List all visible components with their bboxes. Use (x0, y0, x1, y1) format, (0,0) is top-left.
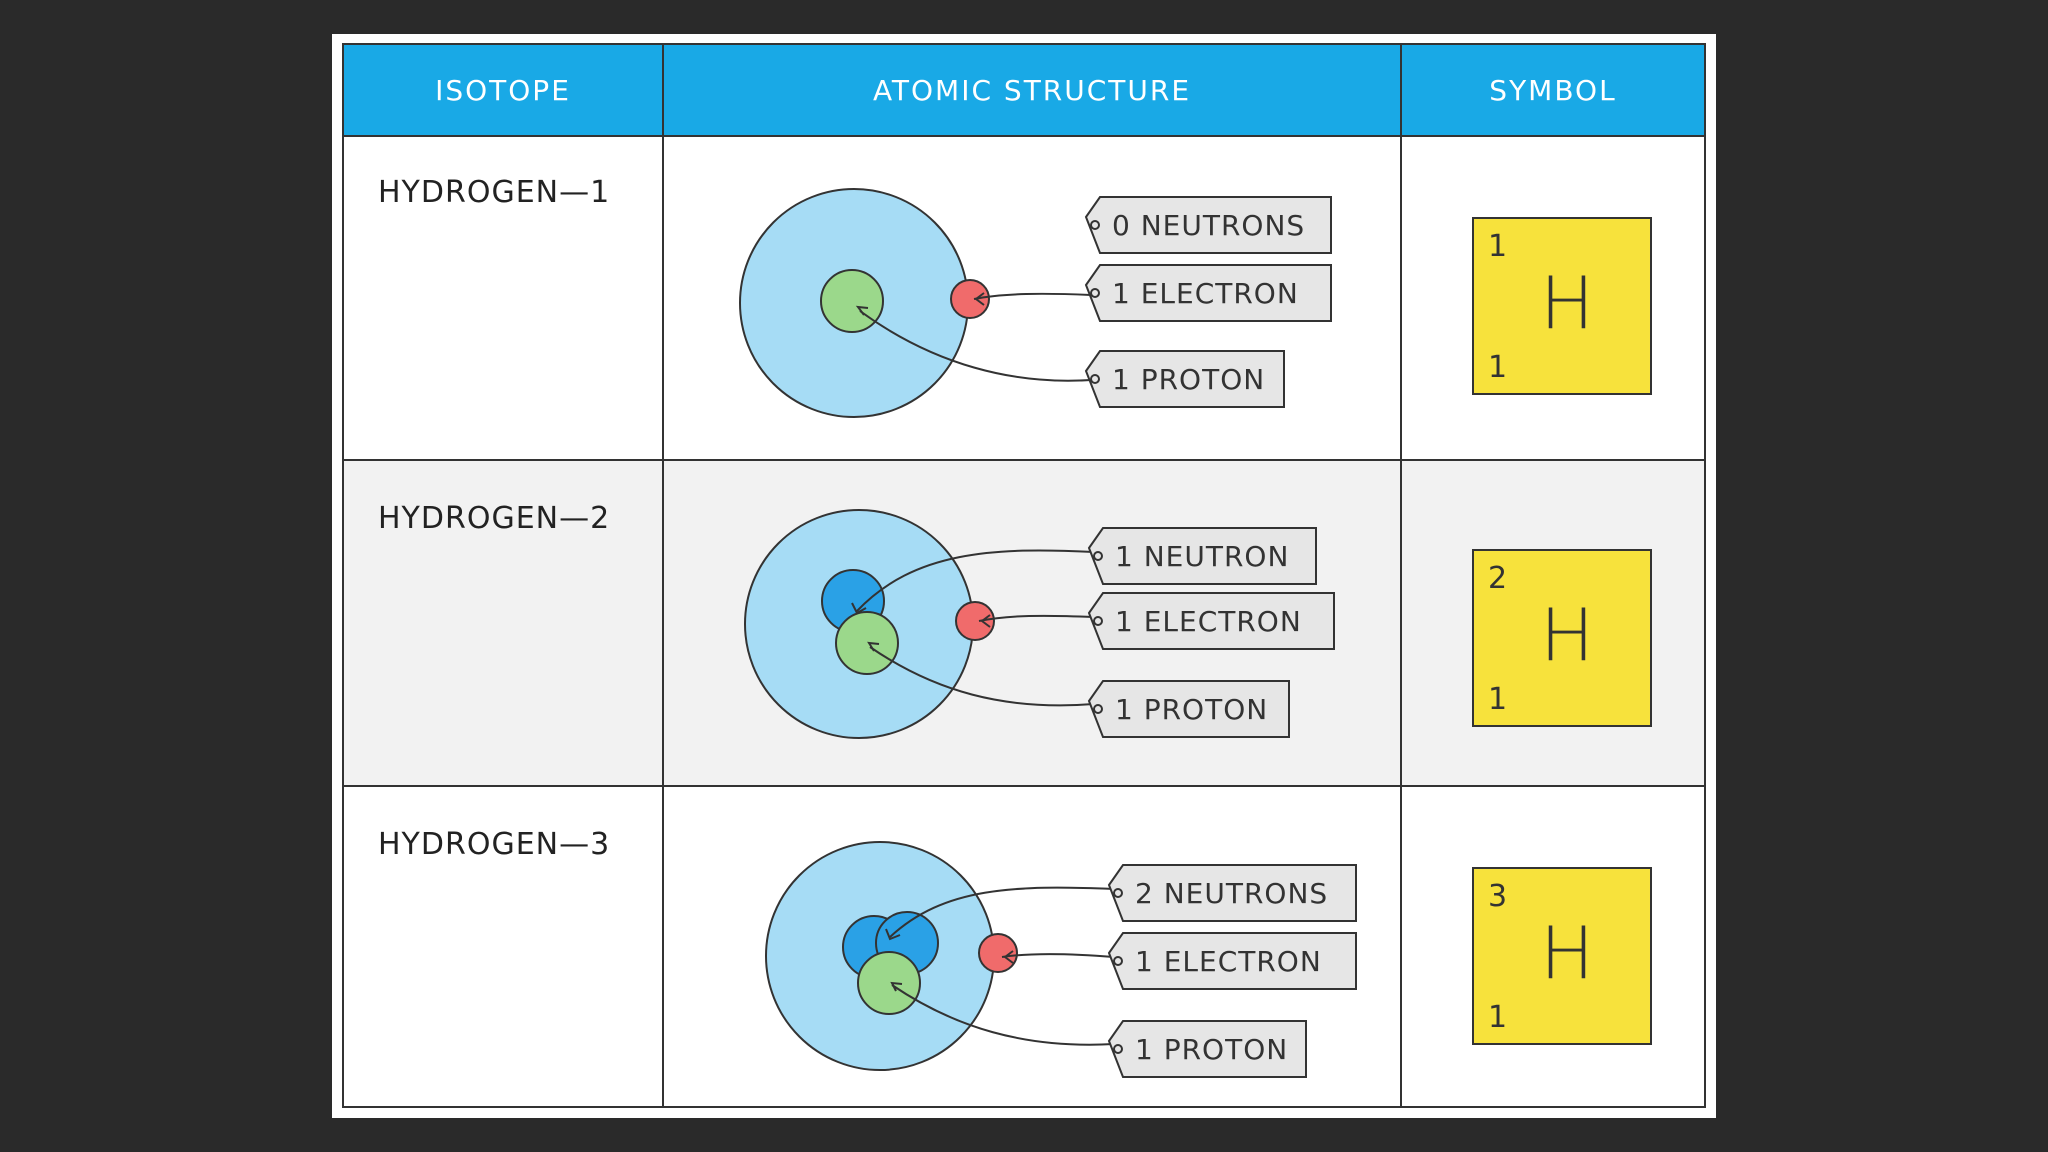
electron (978, 933, 1018, 973)
atom-diagram-hydrogen-1: 0 NEUTRONS 1 ELECTRON 1 PROTON (739, 188, 1332, 418)
tag-protons: 1 PROTON (1084, 350, 1285, 408)
electron-pointer (1001, 953, 1115, 958)
mass-number: 3 (1488, 879, 1508, 914)
tag-label: 1 PROTON (1115, 693, 1268, 726)
header-atomic-structure: ATOMIC STRUCTURE (664, 45, 1402, 135)
atomic-number: 1 (1488, 1000, 1508, 1035)
atomic-structure-cell: 2 NEUTRONS 1 ELECTRON 1 PROTON (664, 787, 1402, 1106)
tag-electrons: 1 ELECTRON (1087, 592, 1335, 650)
proton-pointer (859, 310, 1092, 382)
tag-neutrons: 1 NEUTRON (1087, 527, 1317, 585)
tag-protons: 1 PROTON (1087, 680, 1290, 738)
element-symbol-box: 1 H 1 (1472, 217, 1652, 395)
tag-label: 1 ELECTRON (1135, 945, 1322, 978)
tag-label: 1 ELECTRON (1112, 277, 1299, 310)
proton (857, 951, 921, 1015)
isotope-name: HYDROGEN—2 (378, 501, 611, 536)
electron (955, 601, 995, 641)
header-symbol: SYMBOL (1489, 73, 1617, 107)
symbol-cell: 2 H 1 (1402, 461, 1704, 785)
isotope-table: ISOTOPE ATOMIC STRUCTURE SYMBOL HYDROGEN… (342, 43, 1706, 1108)
proton-pointer (869, 646, 1095, 707)
atomic-number: 1 (1488, 350, 1508, 385)
mass-number: 2 (1488, 561, 1508, 596)
tag-label: 1 NEUTRON (1115, 540, 1289, 573)
tag-label: 1 ELECTRON (1115, 605, 1302, 638)
symbol-cell: 1 H 1 (1402, 135, 1704, 459)
tag-label: 2 NEUTRONS (1135, 877, 1328, 910)
element-letter: H (1540, 261, 1595, 345)
atom-diagram-hydrogen-3: 2 NEUTRONS 1 ELECTRON 1 PROTON (765, 841, 1357, 1078)
table-row-hydrogen-1: HYDROGEN—1 0 NEUTRONS (344, 135, 1704, 461)
tag-label: 1 PROTON (1112, 363, 1265, 396)
atomic-number: 1 (1488, 682, 1508, 717)
tag-neutrons: 0 NEUTRONS (1084, 196, 1332, 254)
electron-pointer (973, 292, 1092, 300)
atom-diagram-hydrogen-2: 1 NEUTRON 1 ELECTRON 1 PROTON (744, 509, 1335, 739)
proton (820, 269, 884, 333)
table-row-hydrogen-2: HYDROGEN—2 1 NEUTR (344, 461, 1704, 787)
isotope-name: HYDROGEN—1 (378, 175, 611, 210)
table-row-hydrogen-3: HYDROGEN—3 (344, 787, 1704, 1106)
atomic-structure-cell: 1 NEUTRON 1 ELECTRON 1 PROTON (664, 461, 1402, 785)
tag-electrons: 1 ELECTRON (1084, 264, 1332, 322)
electron-pointer (978, 614, 1095, 622)
isotope-name: HYDROGEN—3 (378, 827, 611, 862)
neutron-pointer (889, 886, 1115, 938)
electron (950, 279, 990, 319)
symbol-cell: 3 H 1 (1402, 787, 1704, 1106)
atomic-structure-cell: 0 NEUTRONS 1 ELECTRON 1 PROTON (664, 135, 1402, 459)
element-letter: H (1540, 911, 1595, 995)
proton (835, 611, 899, 675)
tag-label: 1 PROTON (1135, 1033, 1288, 1066)
isotope-cell: HYDROGEN—2 (344, 461, 664, 785)
isotope-cell: HYDROGEN—1 (344, 135, 664, 459)
tag-label: 0 NEUTRONS (1112, 209, 1305, 242)
tag-electrons: 1 ELECTRON (1107, 932, 1357, 990)
table-header: ISOTOPE ATOMIC STRUCTURE SYMBOL (344, 45, 1704, 137)
element-symbol-box: 2 H 1 (1472, 549, 1652, 727)
element-symbol-box: 3 H 1 (1472, 867, 1652, 1045)
proton-pointer (891, 984, 1115, 1046)
element-letter: H (1540, 593, 1595, 677)
neutron-pointer (856, 549, 1095, 612)
tag-neutrons: 2 NEUTRONS (1107, 864, 1357, 922)
mass-number: 1 (1488, 229, 1508, 264)
isotope-card: ISOTOPE ATOMIC STRUCTURE SYMBOL HYDROGEN… (332, 34, 1716, 1118)
isotope-cell: HYDROGEN—3 (344, 787, 664, 1106)
tag-protons: 1 PROTON (1107, 1020, 1307, 1078)
header-isotope: ISOTOPE (344, 45, 664, 135)
